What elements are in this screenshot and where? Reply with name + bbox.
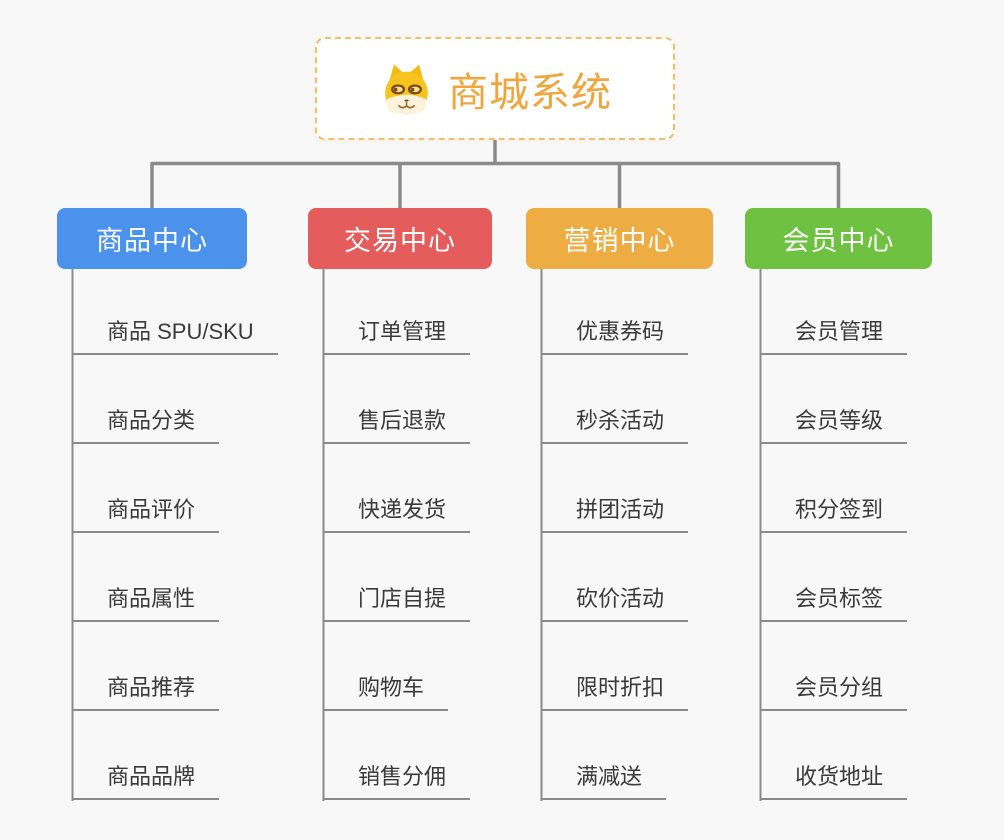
leaf-node[interactable]: 商品推荐 — [72, 675, 220, 711]
leaf-node[interactable]: 会员分组 — [760, 675, 908, 711]
leaf-node[interactable]: 商品品牌 — [72, 764, 220, 800]
leaf-node[interactable]: 快递发货 — [323, 497, 471, 533]
leaf-trunk-path — [71, 269, 762, 801]
root-title: 商城系统 — [448, 70, 612, 115]
leaf-node[interactable]: 拼团活动 — [541, 497, 689, 533]
leaf-node[interactable]: 购物车 — [323, 675, 449, 711]
root-node[interactable]: 商城系统 — [315, 37, 675, 140]
leaf-node[interactable]: 会员等级 — [760, 408, 908, 444]
branch-header-4[interactable]: 会员中心 — [745, 208, 932, 269]
leaf-node[interactable]: 优惠券码 — [541, 319, 689, 355]
branch-label: 商品中心 — [96, 226, 208, 256]
doge-icon — [378, 60, 435, 117]
leaf-node[interactable]: 会员管理 — [760, 319, 908, 355]
leaf-node[interactable]: 商品分类 — [72, 408, 220, 444]
leaf-node[interactable]: 积分签到 — [760, 497, 908, 533]
leaf-node[interactable]: 满减送 — [541, 764, 667, 800]
branch-header-2[interactable]: 交易中心 — [308, 208, 492, 269]
leaf-node[interactable]: 商品属性 — [72, 586, 220, 622]
leaf-node[interactable]: 砍价活动 — [541, 586, 689, 622]
leaf-node[interactable]: 限时折扣 — [541, 675, 689, 711]
leaf-node[interactable]: 秒杀活动 — [541, 408, 689, 444]
leaf-node[interactable]: 门店自提 — [323, 586, 471, 622]
leaf-node[interactable]: 订单管理 — [323, 319, 471, 355]
leaf-node[interactable]: 会员标签 — [760, 586, 908, 622]
branch-label: 营销中心 — [563, 226, 676, 256]
branch-header-1[interactable]: 商品中心 — [57, 208, 247, 269]
leaf-node[interactable]: 售后退款 — [323, 408, 471, 444]
branch-label: 交易中心 — [344, 226, 456, 256]
leaf-node[interactable]: 收货地址 — [760, 764, 908, 800]
branch-header-3[interactable]: 营销中心 — [526, 208, 713, 269]
branch-label: 会员中心 — [782, 226, 895, 256]
leaf-node[interactable]: 商品评价 — [72, 497, 220, 533]
leaf-node[interactable]: 商品 SPU/SKU — [72, 319, 278, 355]
branch-connector-path — [150, 140, 841, 208]
leaf-node[interactable]: 销售分佣 — [323, 764, 471, 800]
